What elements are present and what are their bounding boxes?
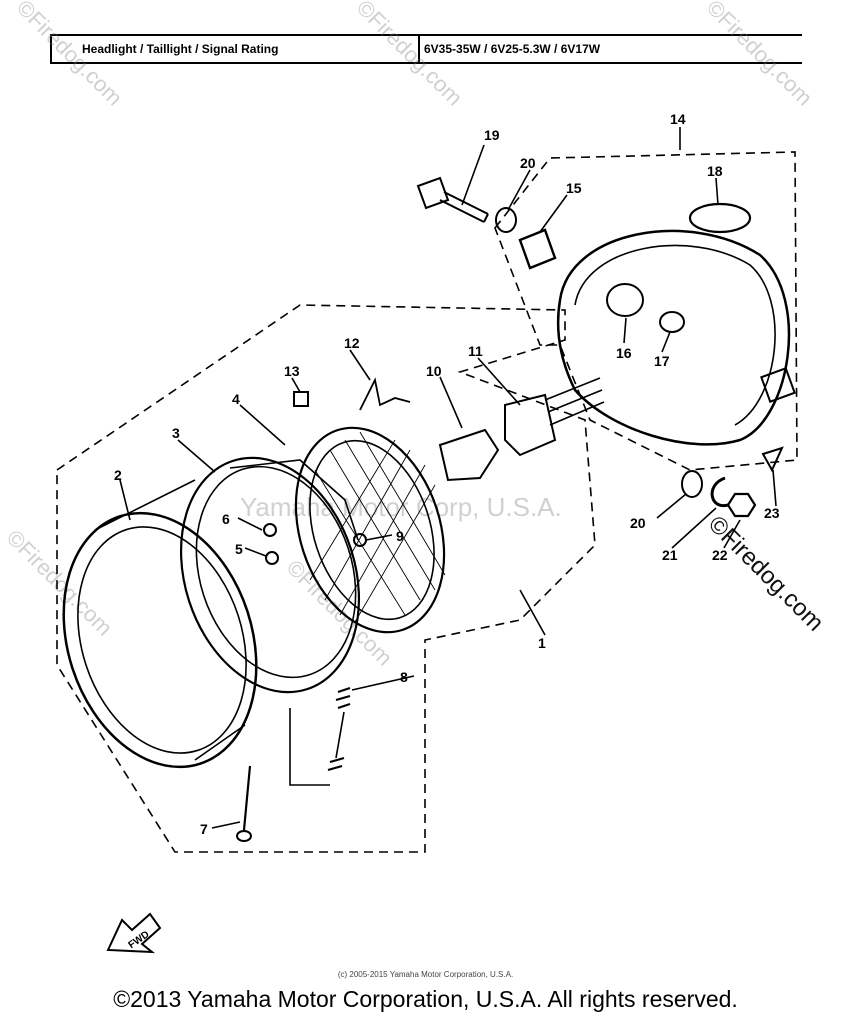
screw-9 [353, 533, 367, 547]
mounting-ring [179, 456, 361, 694]
screw-23 [761, 446, 784, 473]
assembly-outline-1 [56, 304, 596, 853]
fwd-arrow-icon [106, 912, 162, 954]
callout-3: 3 [172, 425, 180, 441]
callout-11: 11 [468, 343, 483, 359]
spring-clip [359, 377, 411, 411]
callout-22: 22 [712, 547, 728, 563]
callout-20-top: 20 [520, 155, 536, 171]
lock-washer-21 [710, 476, 729, 508]
callout-18: 18 [707, 163, 723, 179]
callout-20-lower: 20 [630, 515, 646, 531]
screw-6 [263, 523, 277, 537]
callout-21: 21 [662, 547, 678, 563]
spring-8 [327, 686, 351, 772]
callout-10: 10 [426, 363, 442, 379]
screw-7 [242, 765, 252, 831]
callout-5: 5 [235, 541, 243, 557]
connector [504, 393, 557, 457]
lens-unit [294, 426, 446, 634]
rating-label: Headlight / Taillight / Signal Rating [82, 42, 279, 56]
callout-7: 7 [200, 821, 208, 837]
callout-14: 14 [670, 111, 686, 127]
assembly-outline-14 [494, 151, 798, 471]
nut-22 [726, 492, 757, 518]
callout-1: 1 [538, 635, 546, 651]
clip-13 [293, 391, 309, 407]
callout-9: 9 [396, 528, 404, 544]
callout-2: 2 [114, 467, 122, 483]
callout-17: 17 [654, 353, 670, 369]
bolt-19 [416, 176, 489, 223]
table-divider [418, 36, 420, 62]
callout-4: 4 [232, 391, 240, 407]
headlight-housing [556, 202, 796, 446]
small-copyright: (c) 2005-2015 Yamaha Motor Corporation, … [337, 970, 514, 979]
grommet [518, 228, 557, 270]
callout-13: 13 [284, 363, 300, 379]
rim-ring [62, 479, 258, 769]
callout-23: 23 [764, 505, 780, 521]
washer-20-lower [681, 470, 703, 498]
copyright-footer: ©2013 Yamaha Motor Corporation, U.S.A. A… [113, 986, 738, 1012]
bulb-socket [438, 428, 500, 482]
callout-19: 19 [484, 127, 500, 143]
rating-table: Headlight / Taillight / Signal Rating 6V… [50, 34, 802, 64]
rating-value: 6V35-35W / 6V25-5.3W / 6V17W [424, 42, 601, 56]
callout-8: 8 [400, 669, 408, 685]
nut-5 [265, 551, 279, 565]
callout-16: 16 [616, 345, 632, 361]
callout-12: 12 [344, 335, 360, 351]
callout-6: 6 [222, 511, 230, 527]
callout-15: 15 [566, 180, 582, 196]
washer-20-top [495, 207, 517, 233]
bulb-17 [659, 311, 685, 333]
bulb-16 [606, 283, 644, 317]
